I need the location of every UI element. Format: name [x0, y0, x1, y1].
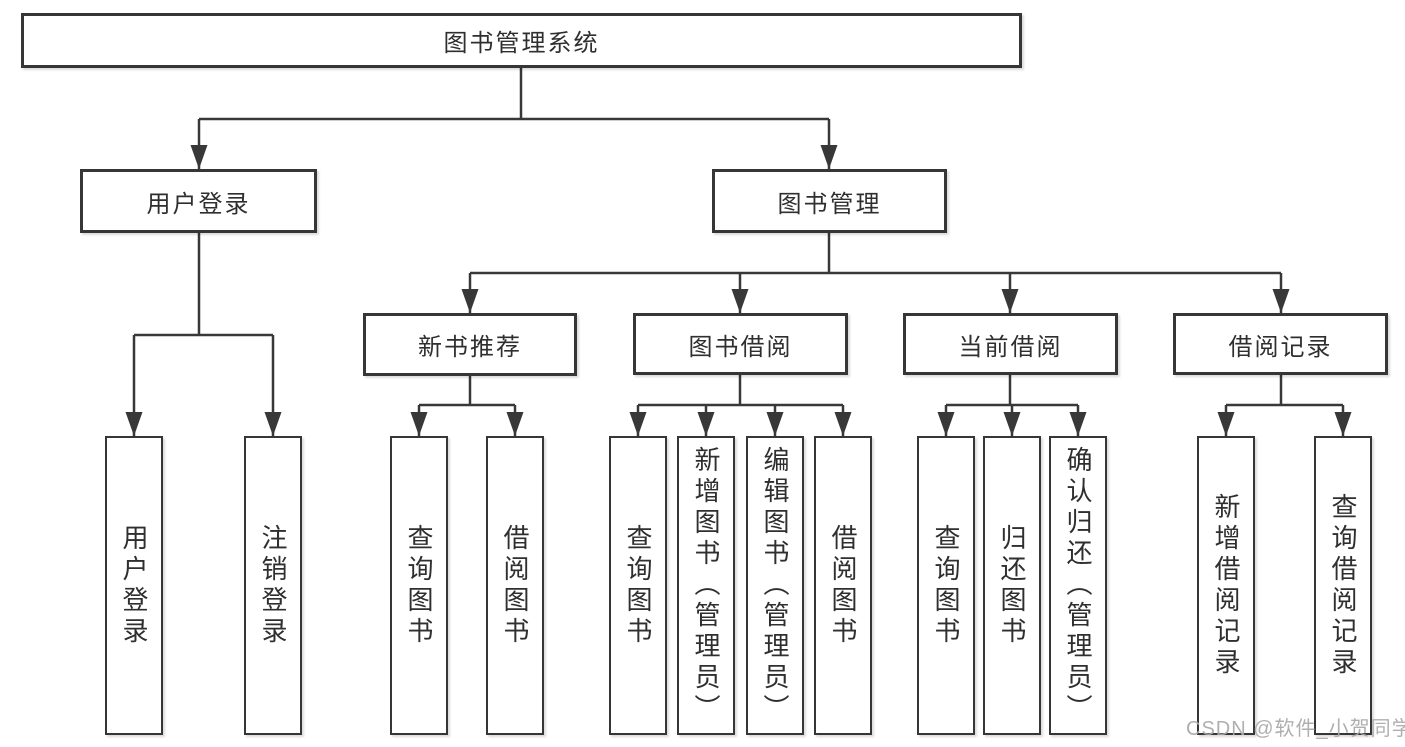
leaf-borrow-books-recommend: 借阅图书 — [486, 436, 544, 735]
edge-user-login-children — [125, 233, 282, 436]
edge-book-borrow-children — [629, 375, 852, 436]
leaf-query-borrow-record: 查询借阅记录 — [1314, 436, 1372, 735]
edge-current-borrow-children — [937, 375, 1087, 436]
node-book-management: 图书管理 — [712, 169, 947, 233]
node-new-book-recommend: 新书推荐 — [363, 313, 577, 376]
leaf-query-books-current: 查询图书 — [917, 436, 975, 735]
edge-book-management-children — [461, 233, 1290, 313]
node-book-borrow: 图书借阅 — [633, 313, 848, 375]
leaf-add-book-admin: 新增图书（管理员） — [677, 436, 735, 735]
node-borrow-records: 借阅记录 — [1173, 313, 1388, 375]
leaf-edit-book-admin: 编辑图书（管理员） — [746, 436, 804, 735]
leaf-borrow-books-borrow: 借阅图书 — [814, 436, 872, 735]
node-current-borrow: 当前借阅 — [903, 313, 1118, 375]
leaf-query-books-recommend: 查询图书 — [390, 436, 448, 735]
leaf-return-books: 归还图书 — [983, 436, 1041, 735]
csdn-watermark: CSDN @软件_小贺同学 — [1186, 718, 1405, 740]
node-user-login: 用户登录 — [80, 169, 317, 233]
leaf-logout: 注销登录 — [244, 436, 302, 735]
leaf-confirm-return-admin: 确认归还（管理员） — [1049, 436, 1107, 735]
edge-borrow-records-children — [1217, 375, 1352, 436]
leaf-user-login: 用户登录 — [105, 436, 163, 735]
edge-new-book-recommend-children — [410, 375, 524, 436]
edge-root-to-level2 — [190, 68, 838, 169]
leaf-add-borrow-record: 新增借阅记录 — [1197, 436, 1255, 735]
leaf-query-books-borrow: 查询图书 — [609, 436, 667, 735]
node-root: 图书管理系统 — [21, 13, 1022, 68]
